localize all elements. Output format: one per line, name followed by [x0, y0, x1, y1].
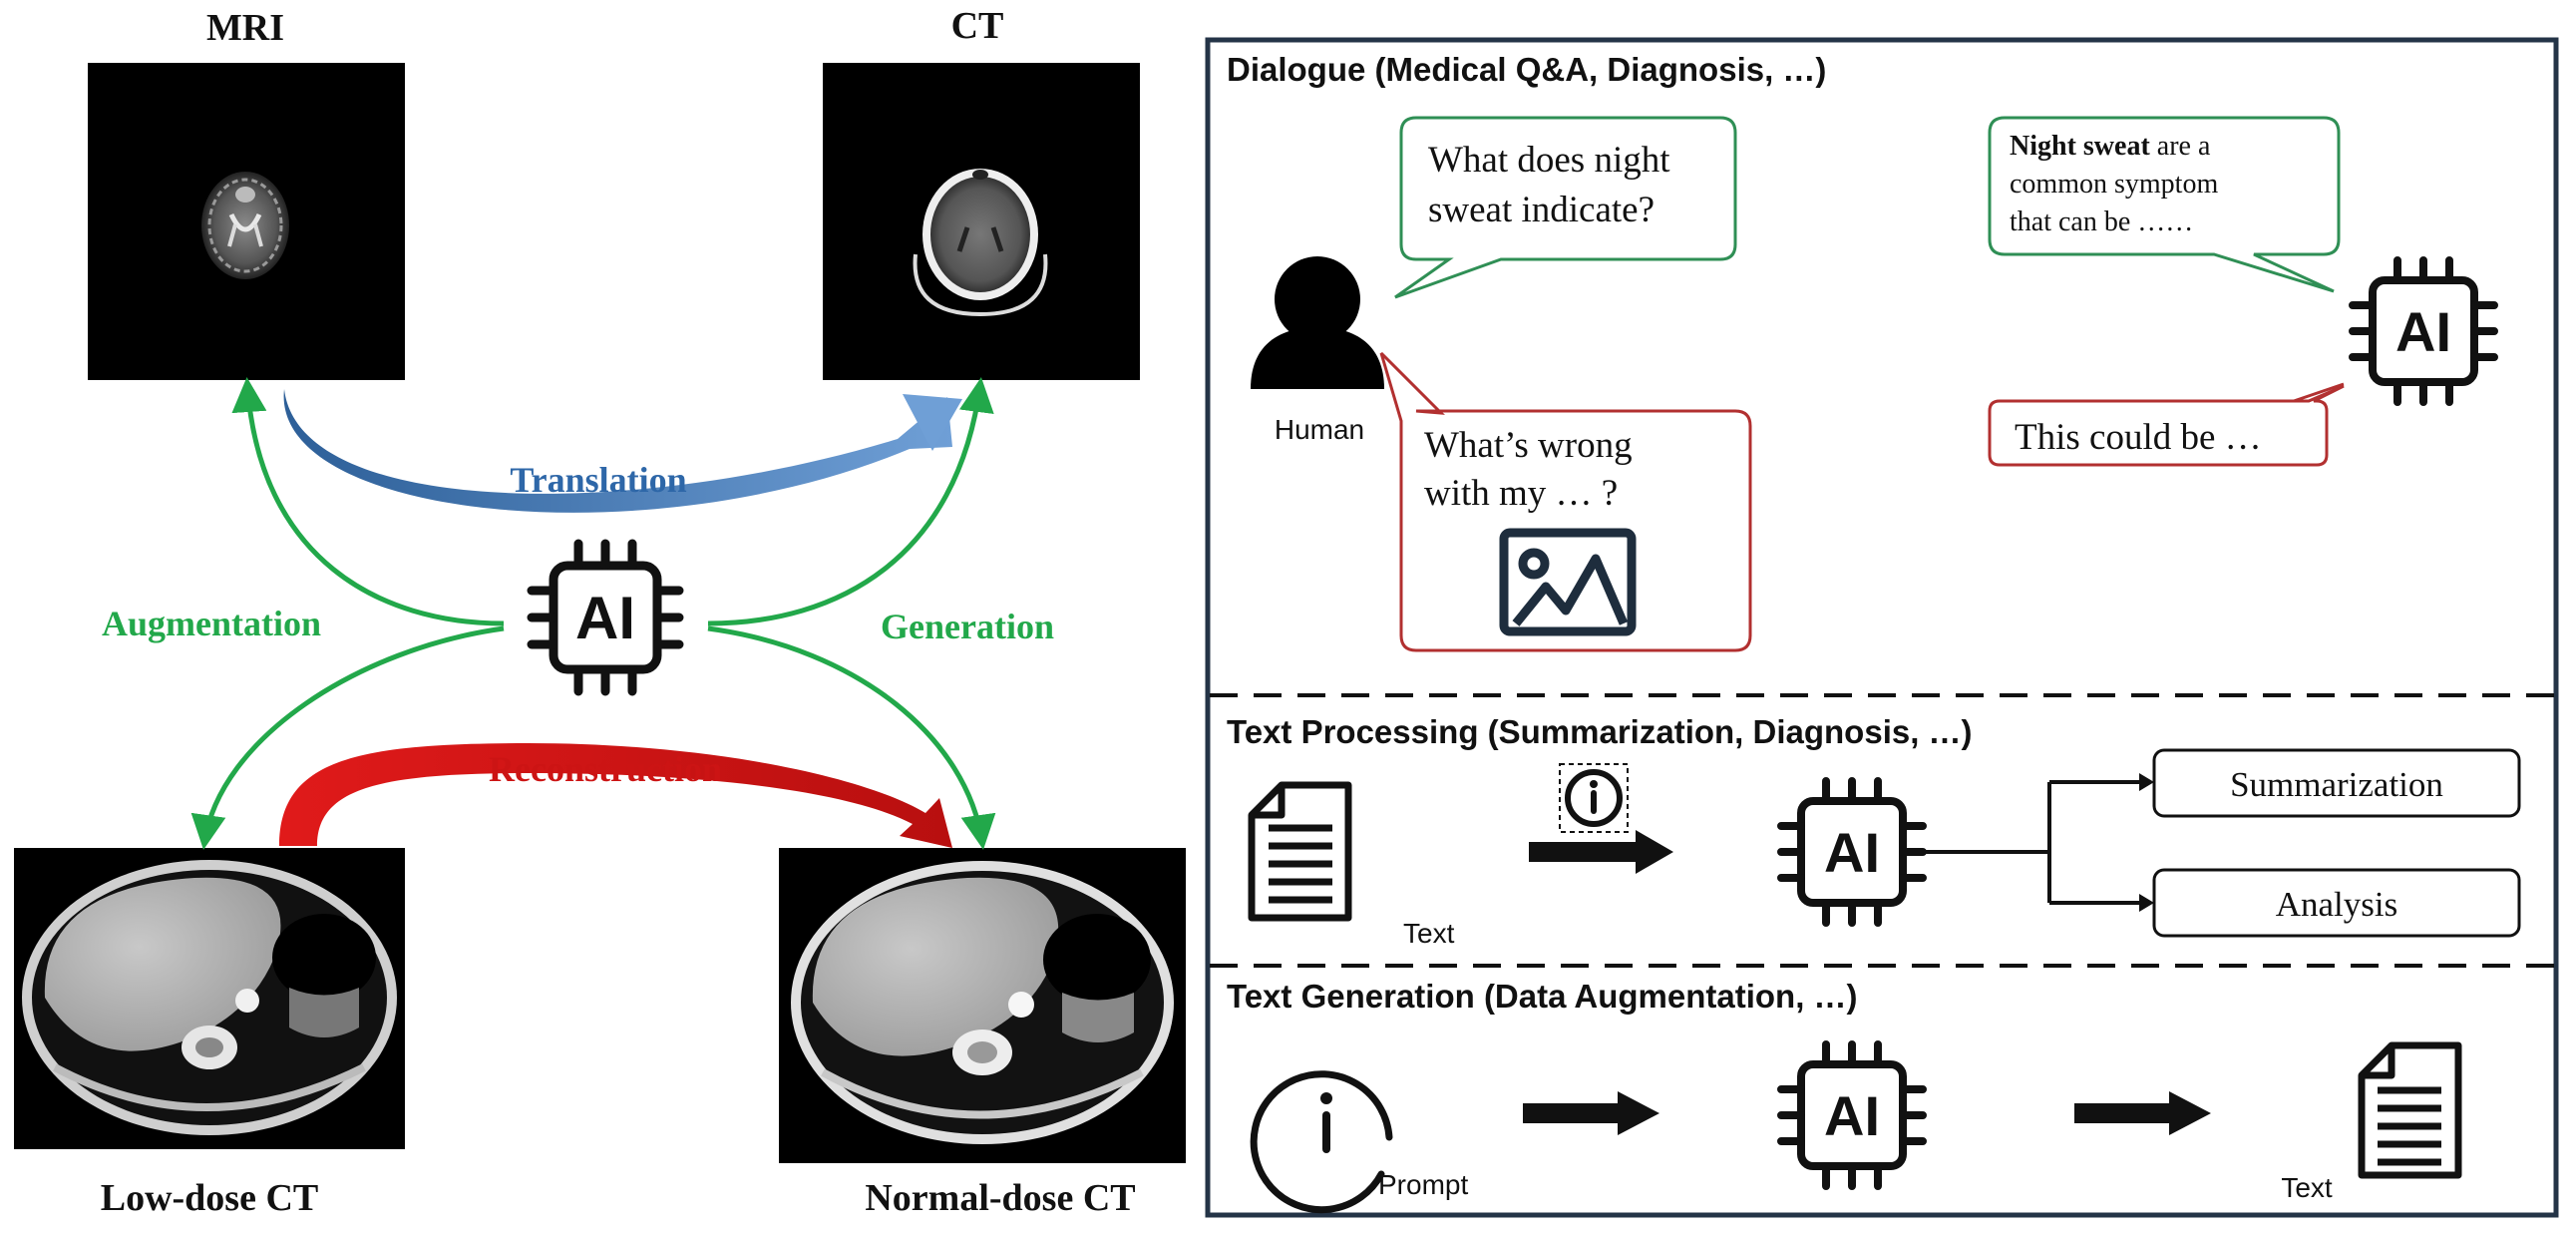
reconstruction-label: Reconstruction: [489, 749, 722, 789]
diagnosis-reply-text: This could be …: [2015, 417, 2262, 458]
ai-chip-center-text: AI: [575, 585, 635, 651]
info-icon-prompt: [1250, 1070, 1393, 1214]
normaldose-ct-label: Normal-dose CT: [865, 1177, 1135, 1219]
arrow-generation-output: [2074, 1091, 2211, 1135]
human-label: Human: [1275, 414, 1364, 445]
answer-line3: that can be ……: [2010, 206, 2193, 237]
lowdose-ct-image: [14, 848, 405, 1149]
ai-chip-generation-text: AI: [1824, 1084, 1880, 1147]
diagnosis-reply-tail: [2293, 382, 2345, 403]
answer-bubble: [1988, 116, 2341, 293]
translation-arrow: [283, 389, 952, 513]
answer-line2: common symptom: [2010, 169, 2218, 200]
image-icon: [1499, 528, 1637, 636]
question-line2: sweat indicate?: [1428, 190, 1655, 230]
ai-chip-processing-text: AI: [1824, 821, 1880, 884]
text-generation-title: Text Generation (Data Augmentation, …): [1227, 978, 1858, 1015]
arrow-processing-input: [1529, 830, 1673, 874]
generation-arrow-up: [707, 377, 994, 626]
answer-bold: Night sweat: [2010, 131, 2150, 162]
augmentation-arrow-down: [190, 625, 505, 850]
arrow-generation-input: [1523, 1091, 1659, 1135]
augmentation-arrow-up: [231, 377, 505, 626]
human-icon: [1251, 256, 1384, 389]
summarization-box: [2152, 748, 2521, 818]
generation-label: Generation: [881, 607, 1054, 646]
document-icon-generation: [2358, 1041, 2462, 1179]
normaldose-ct-image: [779, 848, 1186, 1163]
ai-chip-icon-processing: [1777, 777, 1927, 927]
mri-label: MRI: [206, 7, 284, 49]
translation-label: Translation: [510, 460, 686, 500]
image-question-line1: What’s wrong: [1424, 425, 1633, 466]
answer-line1: Night sweat are a: [2010, 131, 2211, 162]
branch-connector: [1923, 780, 2142, 905]
translation-arrowhead: [903, 394, 962, 451]
document-icon-processing: [1248, 781, 1352, 922]
image-question-line2: with my … ?: [1424, 473, 1618, 514]
augmentation-label: Augmentation: [102, 604, 321, 643]
branch-arrowhead-bottom: [2139, 894, 2154, 912]
prompt-label: Prompt: [1378, 1169, 1468, 1200]
dialogue-title: Dialogue (Medical Q&A, Diagnosis, …): [1227, 51, 1826, 88]
green-arrows: [190, 377, 996, 850]
ct-label: CT: [951, 5, 1004, 47]
diagnosis-reply-bubble: [1988, 384, 2345, 467]
answer-rest1: are a: [2150, 131, 2211, 162]
info-icon-small: [1559, 763, 1629, 833]
text-processing-text-label: Text: [1403, 918, 1455, 949]
right-panel-border: [1205, 37, 2559, 1218]
ai-chip-icon-dialogue: [2349, 256, 2498, 406]
summarization-label: Summarization: [2230, 765, 2443, 804]
branch-arrowhead-top: [2139, 773, 2154, 791]
analysis-label: Analysis: [2276, 885, 2398, 924]
text-processing-title: Text Processing (Summarization, Diagnosi…: [1227, 713, 1973, 750]
mri-image: [88, 63, 405, 380]
lowdose-ct-label: Low-dose CT: [101, 1177, 319, 1219]
ai-chip-icon-generation: [1777, 1040, 1927, 1190]
ai-chip-dialogue-text: AI: [2395, 300, 2451, 363]
analysis-box: [2152, 868, 2521, 938]
image-question-bubble: [1379, 351, 1752, 652]
generation-arrow-down: [707, 625, 996, 850]
text-generation-text-label: Text: [2281, 1172, 2333, 1203]
question-bubble: [1394, 116, 1737, 299]
ct-head-image: [823, 63, 1140, 380]
reconstruction-arrow: [279, 743, 952, 848]
question-line1: What does night: [1428, 140, 1670, 181]
ai-chip-icon-center: [527, 539, 684, 696]
